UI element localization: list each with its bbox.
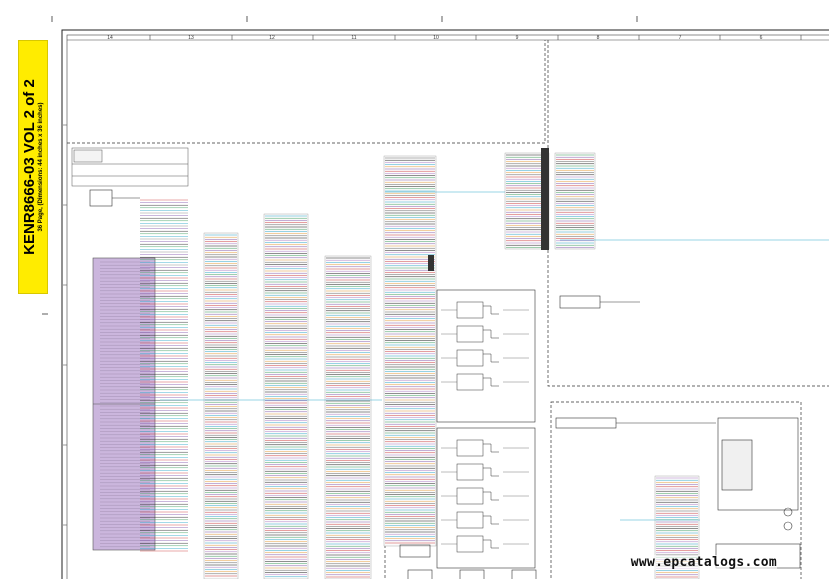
cyan-signal-lines (160, 191, 829, 521)
document-title: KENR8666-03 VOL 2 of 2 (21, 79, 38, 255)
relay-contact (483, 539, 499, 549)
relay-coil (456, 439, 484, 457)
wire-bundle-frame (203, 232, 239, 579)
top-ticks (51, 16, 638, 22)
column-label: 14 (107, 35, 113, 41)
wire-bundles (203, 148, 700, 579)
relay-contact (483, 305, 499, 315)
connectors (428, 255, 748, 480)
wire-bundle-frame (383, 155, 437, 547)
column-label: 6 (760, 35, 763, 41)
relay-coil (456, 301, 484, 319)
column-label: 8 (597, 35, 600, 41)
column-label: 11 (351, 35, 356, 41)
relay-contact (483, 353, 499, 363)
relay-contact (483, 467, 499, 477)
relay-panel (436, 289, 536, 423)
document-label: KENR8666-03 VOL 2 of 2 36 Page, (Dimensi… (18, 40, 48, 294)
sheet-border-inner (66, 34, 829, 579)
column-labels: 14 13 12 11 10 9 8 7 6 (107, 35, 762, 41)
connector-bus (541, 148, 549, 250)
column-label: 10 (433, 35, 439, 41)
column-label: 7 (679, 35, 682, 41)
relay-coil (456, 463, 484, 481)
relay-contact (483, 377, 499, 387)
column-ticks (149, 35, 802, 40)
relay-coil (456, 349, 484, 367)
column-label: 9 (516, 35, 519, 41)
document-subtitle: 36 Page, (Dimensions: 44 inches x 36 inc… (38, 102, 44, 232)
relay-contact (483, 443, 499, 453)
relay-coil (456, 487, 484, 505)
connector-plug (428, 255, 434, 271)
relay-coil (456, 325, 484, 343)
notes-table (71, 147, 189, 187)
relay-contact (483, 491, 499, 501)
relay-coil (456, 373, 484, 391)
column-label: 13 (188, 35, 194, 41)
wire-bundle-frame (324, 255, 372, 579)
relay-coil (456, 535, 484, 553)
dashed-boundaries (67, 40, 829, 579)
relay-contact (483, 329, 499, 339)
relay-contact (483, 515, 499, 525)
purple-harness-block (92, 199, 188, 552)
row-ticks (63, 124, 67, 526)
column-label: 12 (269, 35, 275, 41)
relay-modules (436, 289, 536, 569)
watermark-url: www.epcatalogs.com (630, 555, 777, 570)
sheet-border-outer (61, 29, 829, 579)
relay-coil (456, 511, 484, 529)
relay-panel (436, 427, 536, 569)
small-components (89, 189, 801, 579)
